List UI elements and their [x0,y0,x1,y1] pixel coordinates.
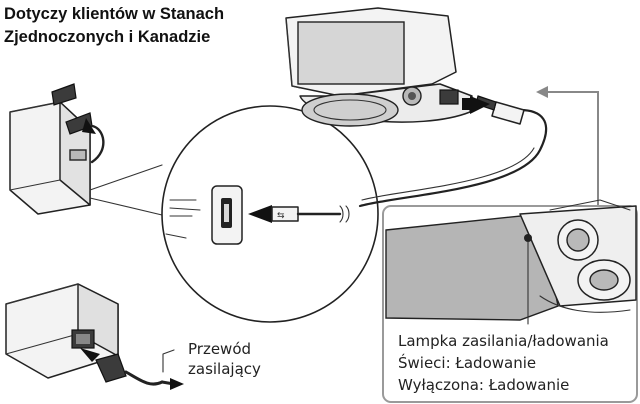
camera-insert-arrow-icon [470,96,490,114]
lamp-label-line-1: Lampka zasilania/ładowania [398,332,609,350]
zoom-line-bottom [89,197,163,216]
usb-cable [358,108,548,208]
camera-body [285,7,473,127]
heading-line-2: Zjednoczonych i Kanadzie [4,28,210,46]
camera-screen [385,213,559,321]
plug-prongs [51,83,93,161]
cord-label-line-1: Przewód [188,340,251,358]
usb-plug-camera-end [475,95,525,125]
lamp-label-line-2: Świeci: Ładowanie [398,353,536,372]
magnified-usb-port: ⇆ [161,105,379,323]
cord-insert-arrow-icon [80,348,100,362]
pointer-line [544,91,599,206]
rotate-arrow-icon [82,118,96,134]
detail-panel [382,199,638,403]
lamp-label-line-3: Wyłączona: Ładowanie [398,376,569,394]
power-lamp-icon [524,234,532,242]
insert-arrow-icon [248,205,272,223]
usb-icon: ⇆ [277,211,285,221]
pointer-arrow-icon [536,86,548,98]
cord-label-line-2: zasilający [188,360,261,378]
heading-line-1: Dotyczy klientów w Stanach [4,5,224,23]
cord-label-leader [162,349,175,373]
zoom-line-top [89,164,163,191]
power-cord [95,353,184,390]
wall-adapter-us [9,83,105,215]
